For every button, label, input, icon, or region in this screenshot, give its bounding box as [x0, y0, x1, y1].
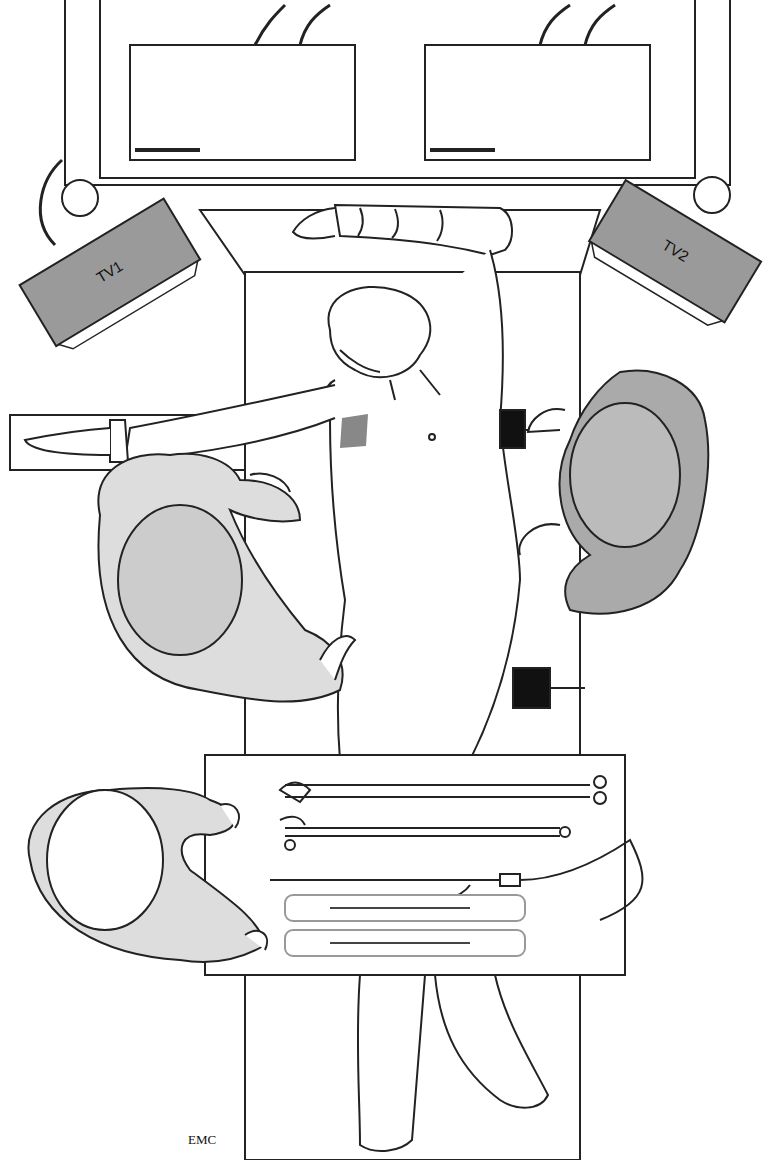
video-monitor: TV2 — [582, 178, 763, 333]
video-monitor: TV1 — [18, 197, 207, 357]
publisher-mark: EMC — [188, 1132, 216, 1148]
